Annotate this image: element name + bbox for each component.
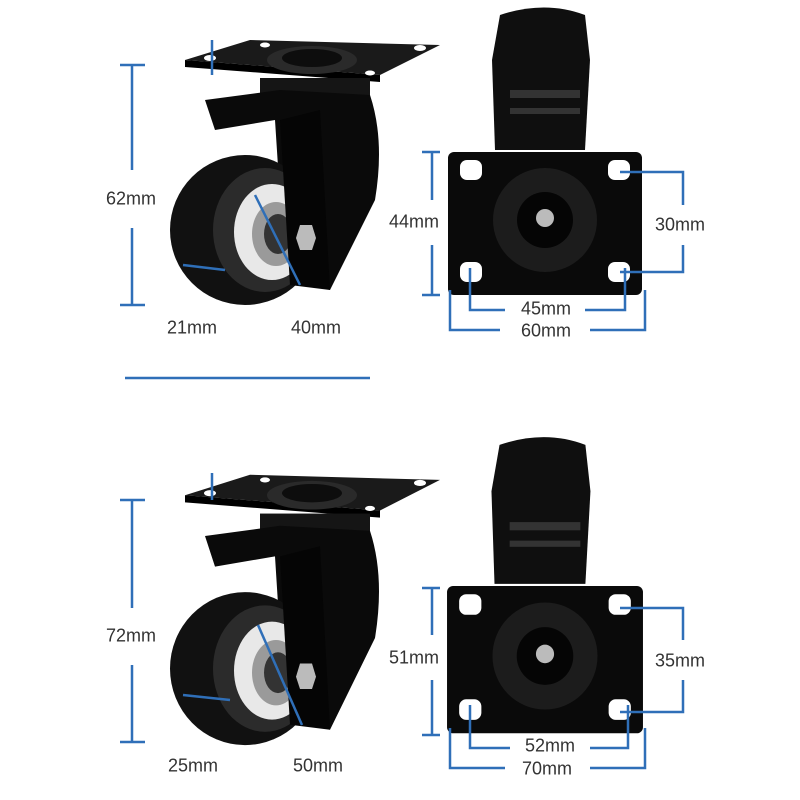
- dimension-lines: [120, 40, 685, 770]
- small-plate-height-label: 44mm: [388, 211, 440, 232]
- small-wheel-width-label: 21mm: [166, 317, 218, 338]
- large-hole-horizontal-label: 52mm: [524, 735, 576, 756]
- large-caster-top-view: [447, 437, 643, 734]
- small-caster-side-view: [170, 40, 440, 305]
- small-hole-vertical-label: 30mm: [654, 214, 706, 235]
- large-height-label: 72mm: [105, 625, 157, 646]
- large-hole-vertical-label: 35mm: [654, 650, 706, 671]
- large-wheel-diameter-label: 50mm: [292, 755, 344, 776]
- large-wheel-width-label: 25mm: [167, 755, 219, 776]
- small-hole-horizontal-label: 45mm: [520, 298, 572, 319]
- small-plate-width-label: 60mm: [520, 320, 572, 341]
- small-caster-top-view: [448, 7, 642, 295]
- small-wheel-diameter-label: 40mm: [290, 317, 342, 338]
- small-height-label: 62mm: [105, 188, 157, 209]
- large-caster-side-view: [170, 474, 440, 746]
- large-plate-width-label: 70mm: [521, 758, 573, 779]
- large-plate-height-label: 51mm: [388, 647, 440, 668]
